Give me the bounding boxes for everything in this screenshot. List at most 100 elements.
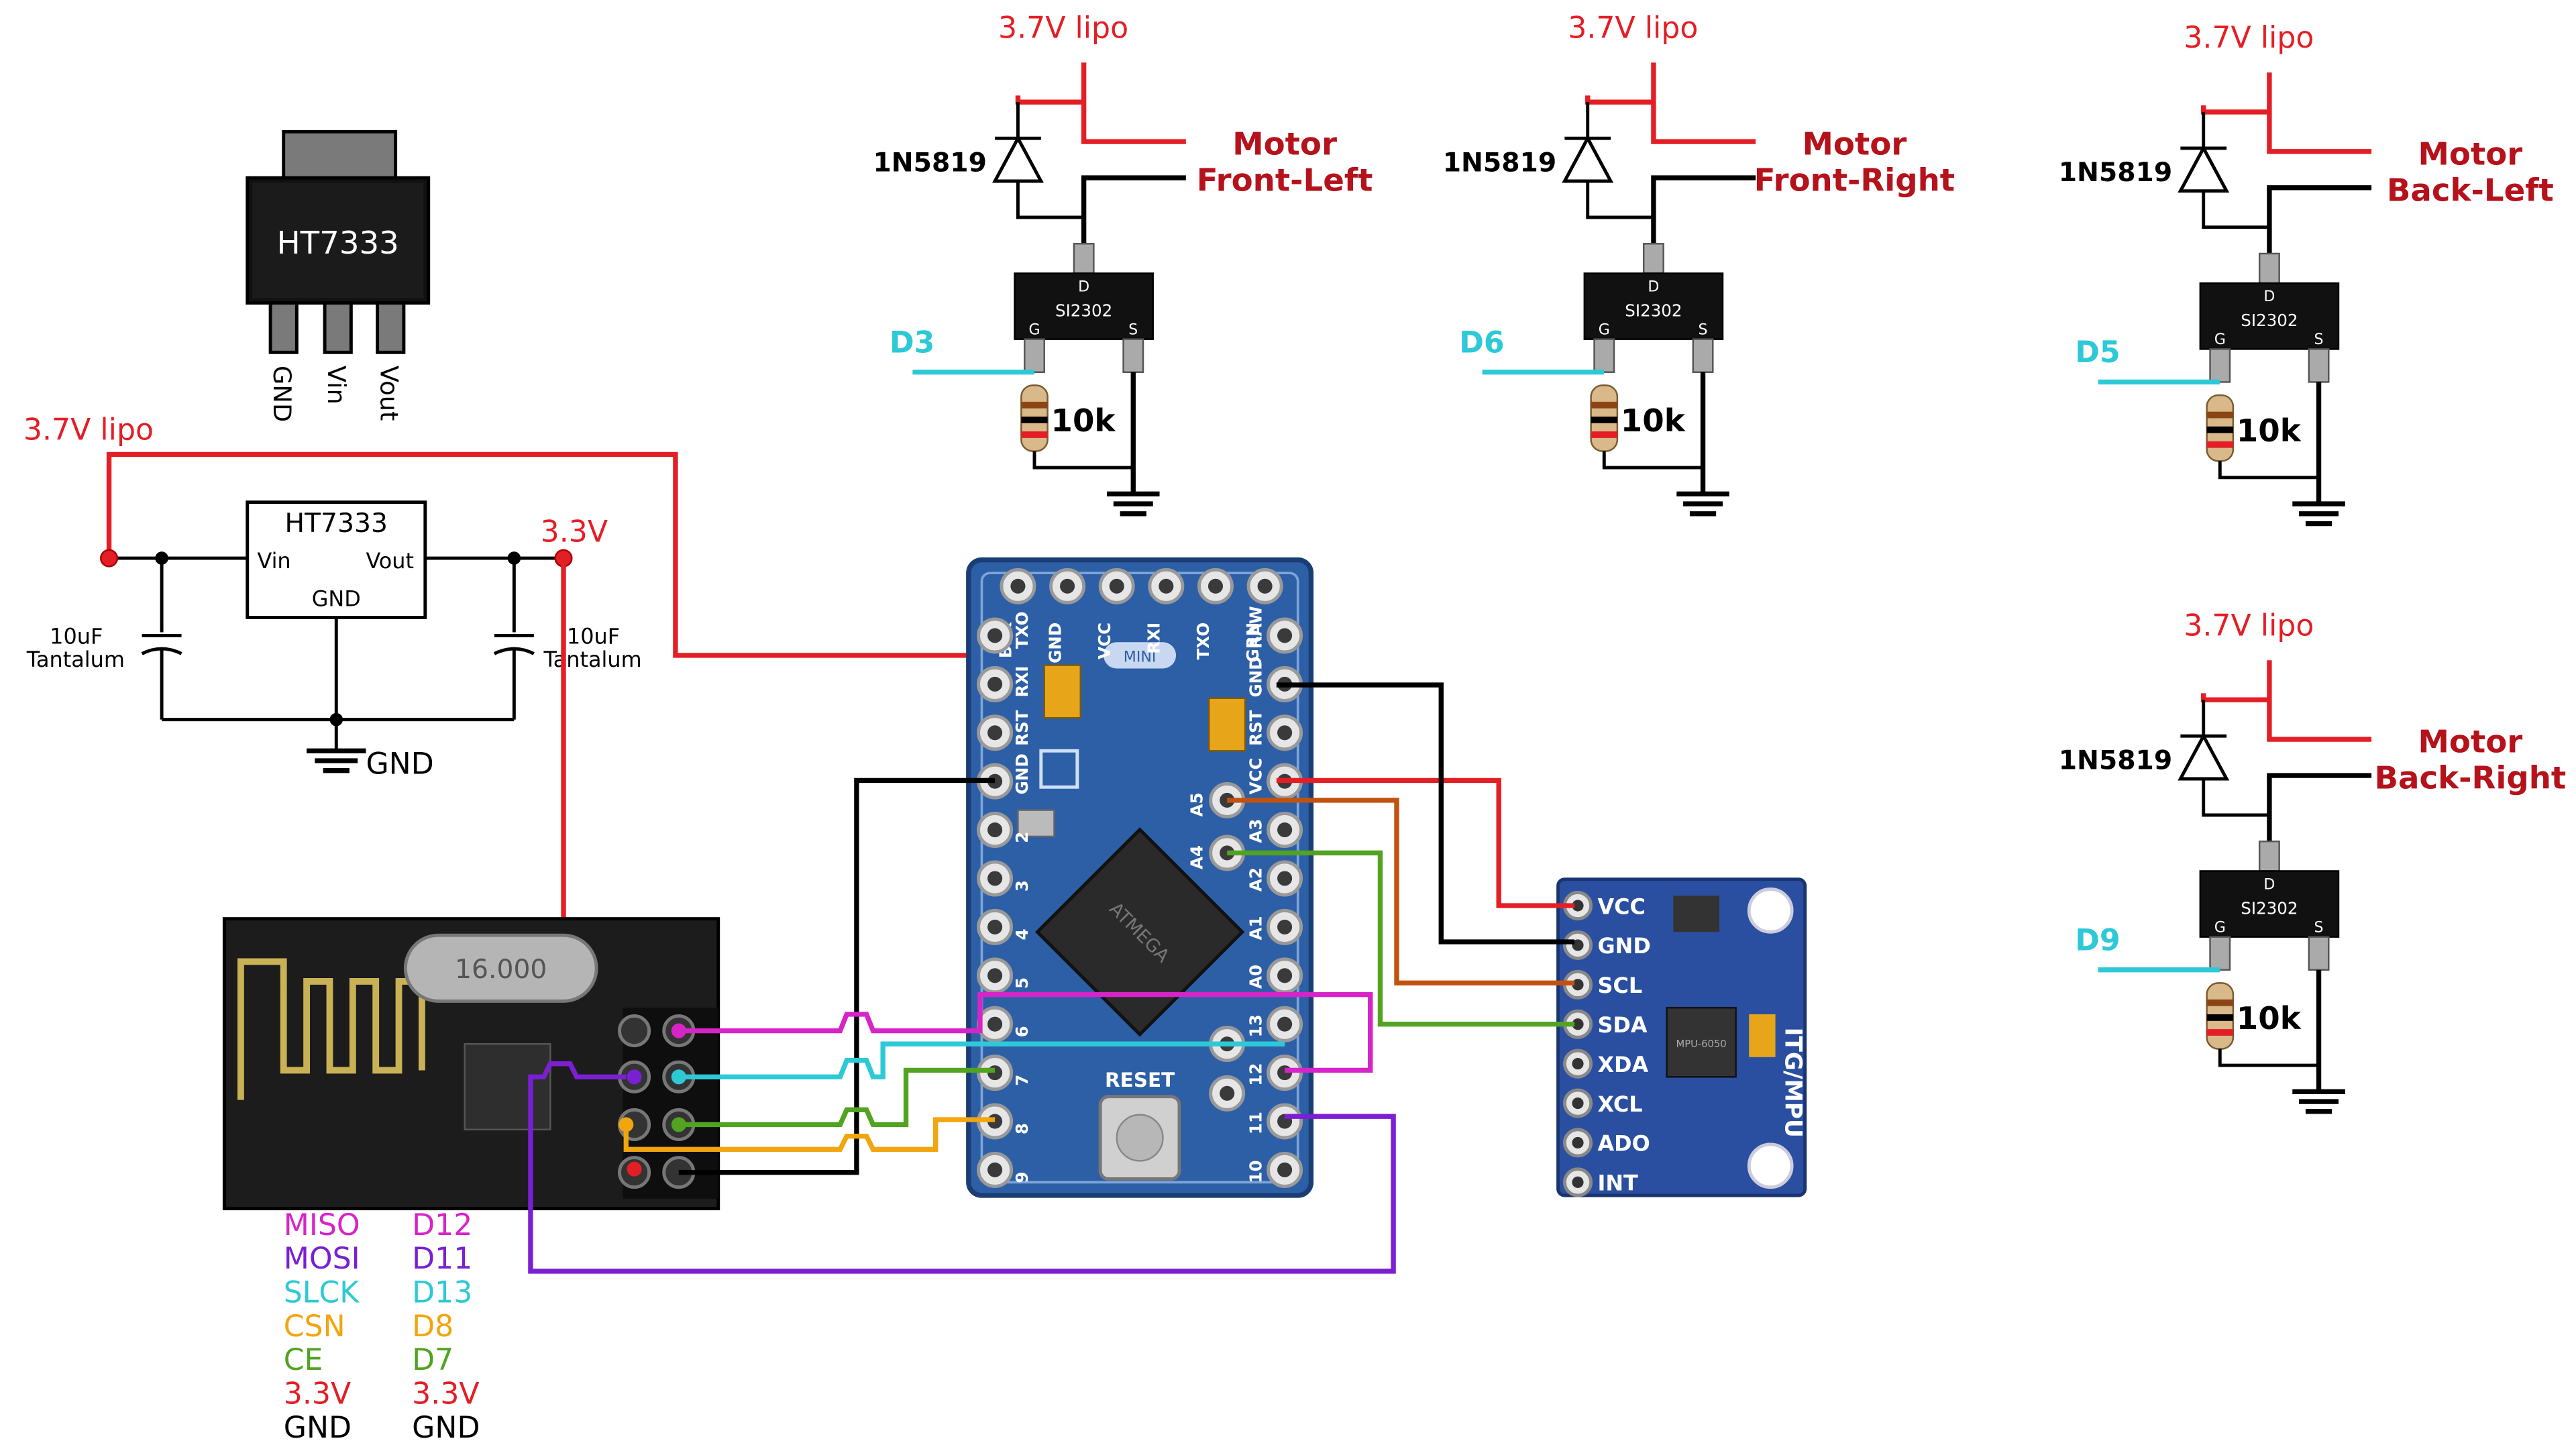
legend-pin: D8 [412, 1309, 453, 1344]
right-pin-label: A1 [1246, 916, 1266, 940]
regulator-ic-label: HT7333 [285, 508, 388, 539]
mpu-module: MPU-6050 ITG/MPU VCCGNDSCLSDAXDAXCLADOIN… [1556, 877, 1807, 1197]
motor-label: Motor [1802, 126, 1907, 162]
motor-label: Motor [1232, 126, 1337, 162]
resistor-label: 10k [2237, 1000, 2302, 1036]
motor-name: Back-Right [2374, 760, 2566, 796]
lipo-label: 3.7V lipo [998, 11, 1128, 45]
pro-mini-board: ATMEGA MINI RESET BLKGNDVCCRXITXOGRNTXOR… [966, 557, 1314, 1198]
top-pin-label: GND [1045, 623, 1065, 663]
motor-label: Motor [2418, 136, 2522, 172]
legend-signal: CE [284, 1343, 323, 1377]
mpu-pin-label: VCC [1597, 894, 1646, 919]
legend-signal: CSN [284, 1309, 345, 1344]
legend-pin: GND [412, 1411, 480, 1445]
right-pin-label: A2 [1246, 867, 1266, 892]
pin-d-label: D [2263, 288, 2275, 305]
crystal-label: 16.000 [455, 955, 547, 985]
mosfet-label: SI2302 [2241, 311, 2298, 330]
gate-pin-label: D6 [1459, 325, 1504, 360]
pin-s-label: S [1699, 321, 1708, 338]
pin-g-label: G [1028, 321, 1040, 338]
mpu-pin-label: ADO [1597, 1131, 1650, 1157]
right-pin-label: 12 [1246, 1063, 1266, 1086]
pin-s-label: S [2314, 918, 2324, 936]
diode-label: 1N5819 [873, 148, 986, 178]
left-pin-label: 4 [1012, 928, 1032, 940]
motor-label: Motor [2418, 724, 2522, 760]
cap-right-type: Tantalum [543, 647, 642, 672]
left-pin-label: 5 [1012, 977, 1032, 989]
inner-pin-label: A4 [1187, 845, 1206, 869]
reset-label[interactable]: RESET [1105, 1069, 1175, 1091]
right-pin-label: A0 [1246, 965, 1266, 989]
left-pin-label: RXI [1012, 666, 1032, 698]
top-pin-label: RXI [1144, 623, 1164, 654]
right-pin-label: 10 [1246, 1160, 1266, 1183]
pin-d-label: D [1078, 278, 1089, 295]
pin-s-label: S [2314, 331, 2324, 348]
regulator-lipo-label: 3.7V lipo [23, 413, 154, 447]
right-pin-label: RST [1246, 710, 1266, 746]
left-pin-label: 3 [1012, 880, 1032, 892]
pin-d-label: D [1648, 278, 1659, 295]
legend-pin: D12 [412, 1208, 472, 1242]
nrf-header-pin[interactable] [617, 1014, 651, 1048]
pin-s-label: S [1128, 321, 1138, 338]
legend-pin: D7 [412, 1343, 453, 1377]
motor-name: Back-Left [2387, 172, 2554, 208]
mpu-pin-label: XDA [1597, 1052, 1648, 1077]
lipo-label: 3.7V lipo [1568, 11, 1698, 45]
resistor-label: 10k [1621, 402, 1686, 439]
inner-pin-label: A5 [1187, 792, 1206, 816]
package-pin-vin: Vin [322, 366, 351, 405]
wiring [528, 682, 1575, 1274]
left-pin-label: 6 [1012, 1026, 1032, 1037]
pin-g-label: G [2214, 331, 2226, 348]
package-pin-vout: Vout [375, 366, 404, 421]
lipo-label: 3.7V lipo [2184, 608, 2314, 643]
left-pin-label: GND [1012, 753, 1032, 794]
legend-pin: D11 [412, 1242, 472, 1276]
right-pin-label: RAW [1246, 606, 1266, 649]
left-pin-label: 8 [1012, 1123, 1032, 1134]
legend-pin: D13 [412, 1276, 472, 1310]
legend-signal: MOSI [284, 1242, 360, 1276]
diode-label: 1N5819 [1443, 148, 1556, 178]
right-pin-label: A3 [1246, 819, 1266, 843]
motor-name: Front-Right [1754, 162, 1955, 199]
mpu-pin-label: SCL [1597, 973, 1642, 998]
left-pin-label: RST [1012, 710, 1032, 746]
ht7333-package: HT7333 GND Vin Vout [246, 129, 431, 422]
motor-name: Front-Left [1197, 162, 1373, 199]
mpu-pin-label: XCL [1597, 1091, 1642, 1117]
legend-signal: MISO [284, 1208, 360, 1242]
right-pin-label: 11 [1246, 1112, 1266, 1134]
mosfet-label: SI2302 [1055, 301, 1112, 320]
mpu-chip-text: MPU-6050 [1676, 1038, 1727, 1050]
gate-pin-label: D9 [2075, 923, 2120, 957]
ht7333-package-label: HT7333 [277, 225, 399, 261]
diode-label: 1N5819 [2059, 745, 2172, 775]
left-pin-label: TXO [1012, 611, 1032, 649]
mosfet-label: SI2302 [1625, 301, 1682, 320]
pin-g-label: G [2214, 918, 2226, 936]
top-pin-label: VCC [1095, 623, 1114, 659]
board-logo: MINI [1124, 649, 1157, 666]
cap-right-value: 10uF [567, 624, 620, 649]
top-pin-label: TXO [1193, 623, 1213, 660]
gate-pin-label: D3 [890, 325, 934, 360]
right-pin-label: 13 [1246, 1014, 1266, 1037]
left-pin-label: 7 [1012, 1075, 1032, 1086]
lipo-label: 3.7V lipo [2184, 21, 2314, 55]
gate-pin-label: D5 [2075, 335, 2120, 370]
mpu-pin-label: INT [1597, 1171, 1638, 1196]
regulator-gnd-pin: GND [312, 586, 361, 611]
right-pin-label: GND [1246, 656, 1266, 697]
